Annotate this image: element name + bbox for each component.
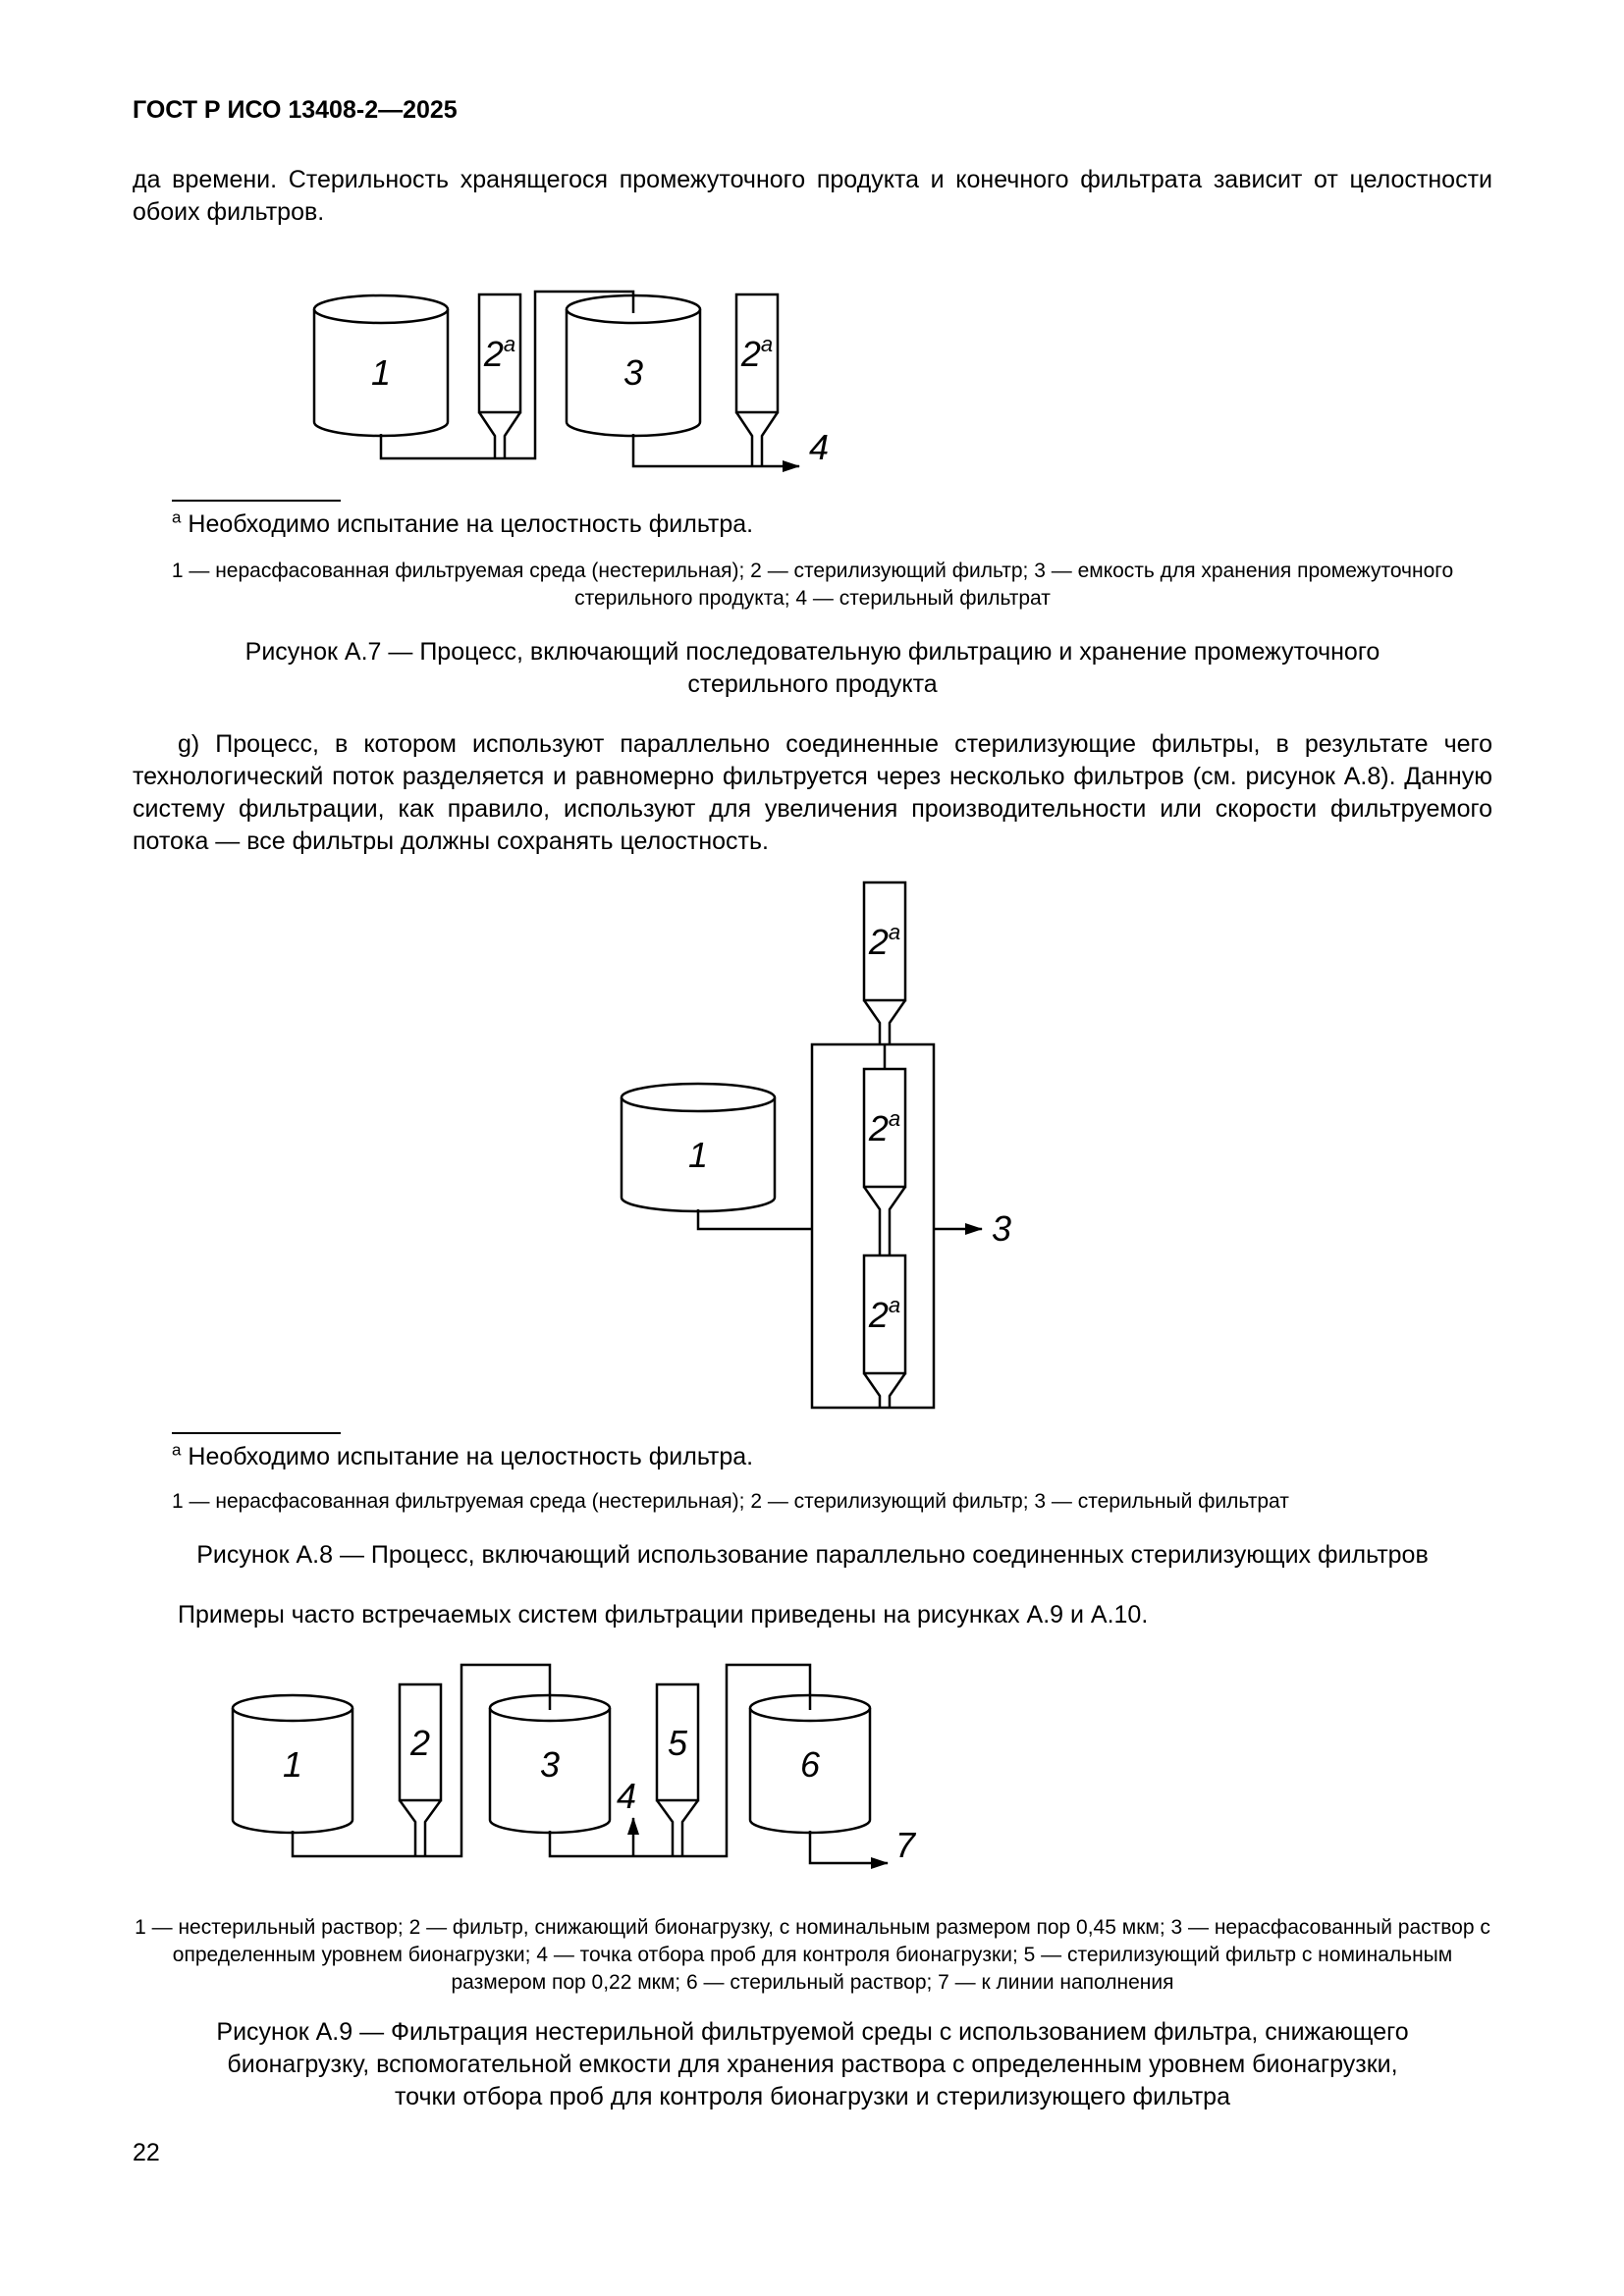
footnote-text: a Необходимо испытание на целостность фи…	[172, 507, 754, 538]
intro-paragraph: да времени. Стерильность хранящегося про…	[133, 166, 1492, 226]
figure-a7-diagram: 1 3 2a 2a 4	[295, 280, 1492, 486]
sterilizing-filter-symbol	[734, 293, 780, 466]
figure-a8-footnote: a Необходимо испытание на целостность фи…	[133, 1432, 1492, 1472]
figure-a9-legend: 1 — нестерильный раствор; 2 — фильтр, сн…	[135, 1916, 1490, 1994]
sterilizing-filter-symbol	[862, 881, 907, 1044]
sterilizing-filter-symbol	[477, 293, 522, 458]
tank-1-label: 1	[283, 1744, 302, 1785]
footnote-separator	[172, 500, 341, 502]
footnote-marker: a	[172, 507, 182, 527]
page-content: ГОСТ Р ИСО 13408-2—2025 да времени. Стер…	[133, 96, 1492, 2166]
pipe-tank6-to-outlet-arrow	[808, 1831, 889, 1869]
figure-a8-legend: 1 — нерасфасованная фильтруемая среда (н…	[172, 1490, 1289, 1513]
pipe-tank3-to-tank6	[548, 1663, 812, 1858]
bioburden-filter-symbol	[398, 1682, 443, 1856]
filter-label: 2a	[868, 920, 900, 962]
filter-label: 2a	[868, 1293, 900, 1335]
pipe-tank1-to-tank3	[291, 1663, 552, 1858]
sterilizing-filter-symbol	[655, 1682, 700, 1856]
document-header: ГОСТ Р ИСО 13408-2—2025	[133, 96, 458, 124]
feed-pipe	[696, 1209, 812, 1231]
figure-a9-svg: 1 2 3 4 5 6 7	[231, 1663, 917, 1869]
figure-a8-diagram: 1 2a 2a 2a 3	[589, 868, 1492, 1418]
footnote-separator	[172, 1432, 341, 1434]
tank-1-label: 1	[688, 1135, 708, 1175]
tank-6-symbol	[748, 1693, 872, 1835]
filter-2-label: 2	[409, 1723, 430, 1763]
outlet-label: 4	[809, 427, 829, 467]
pipe-tank3-to-outlet-arrow	[631, 434, 800, 472]
tank-1-symbol	[312, 294, 450, 438]
tank-3-label: 3	[623, 352, 643, 393]
figure-a7-footnote: a Необходимо испытание на целостность фи…	[133, 500, 1492, 540]
sterilizing-filter-symbol	[862, 1067, 907, 1255]
outlet-label: 7	[895, 1825, 917, 1865]
pipe-tank1-to-tank3	[379, 290, 635, 460]
examples-paragraph: Примеры часто встречаемых систем фильтра…	[178, 1601, 1149, 1629]
tank-1-symbol	[620, 1082, 777, 1213]
figure-a7-legend: 1 — нерасфасованная фильтруемая среда (н…	[171, 560, 1454, 610]
filter-5-label: 5	[668, 1723, 688, 1763]
filter-label: 2a	[740, 332, 773, 374]
footnote-text: a Необходимо испытание на целостность фи…	[172, 1440, 754, 1470]
manifold-frame	[810, 1042, 936, 1410]
tank-3-label: 3	[540, 1744, 560, 1785]
filter-label: 2a	[483, 332, 515, 374]
tank-1-symbol	[231, 1693, 354, 1835]
figure-a7-caption: Рисунок А.7 — Процесс, включающий послед…	[244, 638, 1380, 698]
figure-a9-caption: Рисунок А.9 — Фильтрация нестерильной фи…	[216, 2018, 1409, 2110]
page-number: 22	[133, 2139, 160, 2166]
footnote-marker: a	[172, 1440, 182, 1460]
filter-label: 2a	[868, 1106, 900, 1148]
figure-a7-svg: 1 3 2a 2a 4	[312, 290, 829, 472]
paragraph-g: g) Процесс, в котором используют паралле…	[133, 730, 1492, 855]
figure-a8-caption: Рисунок А.8 — Процесс, включающий исполь…	[196, 1541, 1429, 1569]
tank-1-label: 1	[371, 352, 391, 393]
figure-a8-svg: 1 2a 2a 2a 3	[620, 881, 1011, 1410]
figure-a9-diagram: 1 2 3 4 5 6 7	[216, 1645, 1492, 1891]
tank-6-label: 6	[800, 1744, 821, 1785]
sample-point-label: 4	[617, 1776, 636, 1816]
outlet-label: 3	[992, 1208, 1011, 1249]
sterilizing-filter-symbol	[862, 1254, 907, 1408]
